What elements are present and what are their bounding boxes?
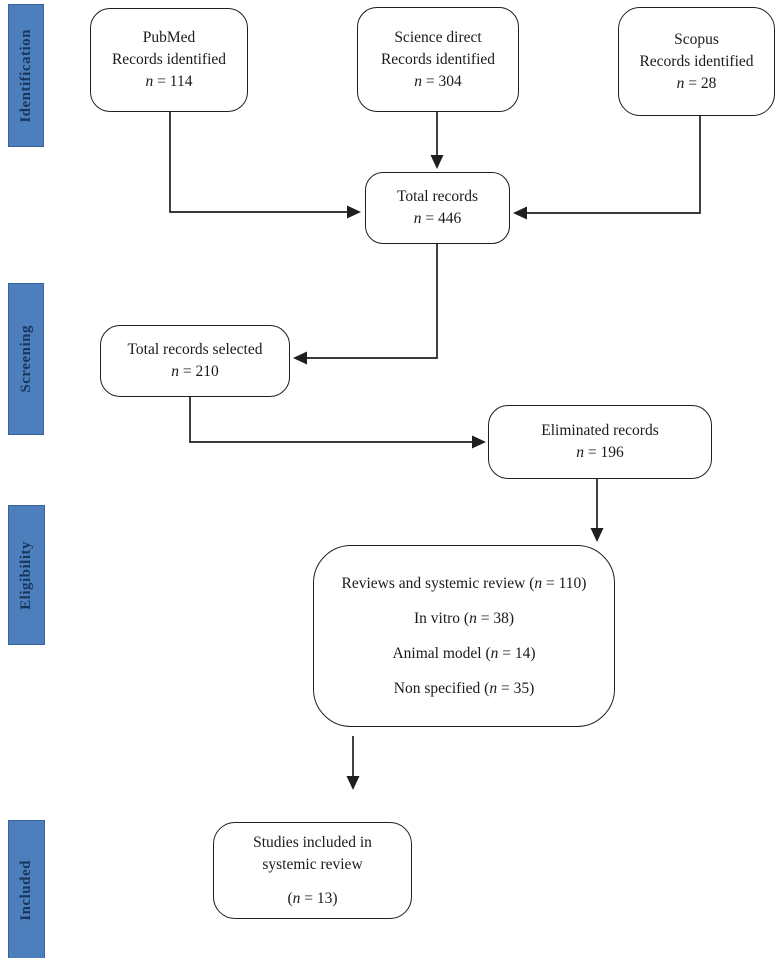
- box-records-selected: Total records selected n = 210: [100, 325, 290, 397]
- box-pubmed-count: n = 114: [145, 73, 193, 90]
- box-scopus-title: Scopus: [674, 30, 719, 48]
- box-total-records-count: n = 446: [413, 210, 462, 227]
- box-pubmed: PubMed Records identified n = 114: [90, 8, 248, 112]
- stage-bar-eligibility: Eligibility: [8, 505, 45, 645]
- box-studies-included-subtitle: systemic review: [262, 855, 363, 873]
- stage-label-screening: Screening: [17, 325, 34, 393]
- eligibility-line-reviews: Reviews and systemic review (n = 110): [341, 574, 587, 592]
- box-sciencedirect: Science direct Records identified n = 30…: [357, 7, 519, 112]
- stage-label-included: Included: [18, 859, 34, 921]
- eligibility-line-invitro: In vitro (n = 38): [413, 609, 514, 627]
- stage-label-eligibility: Eligibility: [18, 540, 34, 610]
- box-records-selected-title: Total records selected: [127, 341, 263, 358]
- box-sciencedirect-count: n = 304: [414, 72, 462, 90]
- eligibility-line-animal: Animal model (n = 14): [392, 644, 536, 662]
- box-sciencedirect-subtitle: Records identified: [380, 50, 496, 68]
- box-studies-included: Studies included in systemic review (n =…: [213, 822, 412, 919]
- box-records-selected-count: n = 210: [171, 363, 219, 380]
- box-sciencedirect-title: Science direct: [394, 28, 482, 46]
- box-total-records: Total records n = 446: [365, 172, 510, 244]
- box-eliminated-records: Eliminated records n = 196: [488, 405, 712, 479]
- box-eliminated-records-title: Eliminated records: [541, 422, 659, 439]
- box-scopus-subtitle: Records identified: [639, 52, 754, 70]
- eligibility-line-nonspecified: Non specified (n = 35): [393, 679, 535, 697]
- box-studies-included-title: Studies included in: [253, 833, 372, 851]
- box-studies-included-count: (n = 13): [287, 889, 338, 907]
- box-eliminated-records-count: n = 196: [576, 444, 624, 461]
- stage-bar-screening: Screening: [8, 283, 44, 435]
- stage-bar-included: Included: [8, 820, 45, 958]
- box-total-records-title: Total records: [396, 188, 479, 205]
- box-pubmed-subtitle: Records identified: [111, 51, 227, 68]
- box-eligibility-breakdown: Reviews and systemic review (n = 110) In…: [313, 545, 615, 727]
- box-scopus: Scopus Records identified n = 28: [618, 7, 775, 116]
- box-pubmed-title: PubMed: [142, 29, 196, 46]
- stage-bar-identification: Identification: [8, 4, 44, 147]
- stage-label-identification: Identification: [17, 28, 34, 123]
- box-scopus-count: n = 28: [676, 74, 717, 92]
